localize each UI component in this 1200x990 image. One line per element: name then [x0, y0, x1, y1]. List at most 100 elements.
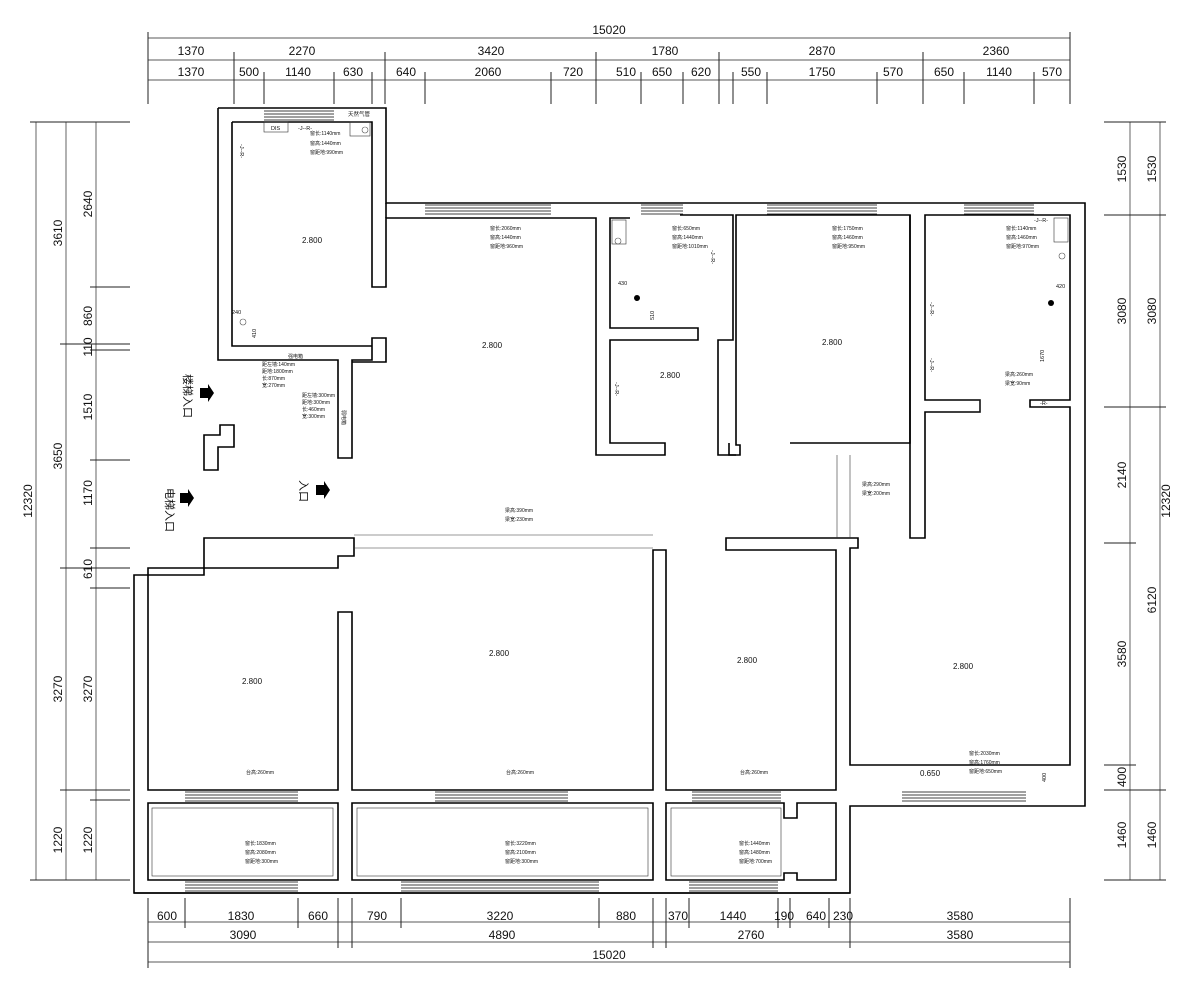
r-label: -R- — [1040, 401, 1048, 407]
bottom-dimensions: 600 1830 660 790 3220 880 370 1440 190 6… — [157, 909, 974, 962]
svg-text:距左墙:300mm: 距左墙:300mm — [302, 392, 335, 399]
ceiling-height-label: 2.800 — [822, 338, 843, 347]
svg-text:窗距地:950mm: 窗距地:950mm — [832, 243, 865, 250]
window-label-living: 窗长:2060mm 窗高:1440mm 窗距地:960mm — [490, 225, 523, 250]
pipe-icon — [239, 318, 247, 326]
pipe-icon — [614, 237, 622, 245]
dim-top: 500 — [239, 65, 259, 79]
svg-text:窗距地:1010mm: 窗距地:1010mm — [672, 243, 708, 250]
dim-right-total: 12320 — [1159, 484, 1173, 518]
dim-right: 1460 — [1145, 821, 1159, 848]
dim-top: 510 — [616, 65, 636, 79]
dim-top: 550 — [741, 65, 761, 79]
svg-text:窗长:1140mm: 窗长:1140mm — [1006, 225, 1036, 232]
dim-top: 2870 — [809, 44, 836, 58]
dim-left: 3610 — [51, 219, 65, 246]
ceiling-height-label: 2.800 — [482, 341, 503, 350]
svg-text:窗距地:300mm: 窗距地:300mm — [245, 858, 278, 865]
window-bed-right — [964, 204, 1034, 215]
dim-left: 1220 — [81, 826, 95, 853]
dim-bottom: 3580 — [947, 928, 974, 942]
note-box1: 距左墙:140mm 距地:1800mm 长:870mm 宽:270mm — [262, 361, 295, 389]
dim-top: 2270 — [289, 44, 316, 58]
dim-bottom: 4890 — [489, 928, 516, 942]
stair-entry-label: 楼梯入口 — [181, 374, 195, 418]
svg-text:窗高:2080mm: 窗高:2080mm — [245, 849, 276, 856]
jr-label: -J--R- — [928, 358, 934, 372]
svg-text:窗高:1440mm: 窗高:1440mm — [490, 234, 521, 241]
ceiling-height-label: 2.800 — [953, 662, 974, 671]
dim-top: 1140 — [285, 65, 311, 79]
ceiling-height-label: 2.800 — [737, 656, 758, 665]
room-heights: 2.800 2.800 2.800 2.800 2.800 2.800 2.80… — [242, 236, 974, 778]
dim-top: 1370 — [178, 44, 205, 58]
beam-label-bedroom: 梁高:260mm 梁宽:90mm — [1005, 371, 1033, 387]
svg-text:窗距地:650mm: 窗距地:650mm — [969, 768, 1002, 775]
note-title: 弱电箱 — [340, 410, 347, 425]
walls — [133, 107, 1086, 894]
dim-right: 1530 — [1145, 155, 1159, 182]
svg-text:窗高:1460mm: 窗高:1460mm — [1006, 234, 1037, 241]
window-label-balcony3: 窗长:1440mm 窗高:1480mm 窗距地:700mm — [739, 840, 772, 865]
dim-top: 720 — [563, 65, 583, 79]
sill-label: 台高:260mm — [506, 769, 534, 776]
fixture-dim: 420 — [1056, 284, 1065, 290]
dim-bottom: 600 — [157, 909, 177, 923]
sill-label: 台高:260mm — [246, 769, 274, 776]
dim-right: 3080 — [1145, 297, 1159, 324]
dim-top: 1370 — [178, 65, 205, 79]
svg-text:窗高:1440mm: 窗高:1440mm — [672, 234, 703, 241]
dim-top: 2360 — [983, 44, 1010, 58]
beam-label-corridor: 梁高:390mm 梁宽:230mm — [505, 507, 533, 523]
dim-left-total: 12320 — [21, 484, 35, 518]
dim-left: 1170 — [81, 480, 95, 506]
fixture-dim: 410 — [252, 329, 258, 338]
svg-text:窗高:1480mm: 窗高:1480mm — [739, 849, 770, 856]
dim-bottom: 3580 — [947, 909, 974, 923]
dim-right: 3580 — [1115, 640, 1129, 667]
dim-left: 610 — [81, 559, 95, 579]
svg-text:距地:300mm: 距地:300mm — [302, 399, 330, 406]
svg-text:宽:300mm: 宽:300mm — [302, 413, 325, 420]
dim-top: 570 — [883, 65, 903, 79]
svg-text:梁高:260mm: 梁高:260mm — [1005, 371, 1033, 378]
dim-top: 2060 — [475, 65, 502, 79]
dis-label: DIS — [271, 126, 281, 132]
fixture-dim: 510 — [650, 311, 656, 320]
step-height-label: 0.650 — [920, 769, 941, 778]
window-bed-left — [185, 791, 298, 892]
svg-text:窗长:1440mm: 窗长:1440mm — [739, 840, 770, 847]
window-label-bath: 窗长:650mm 窗高:1440mm 窗距地:1010mm — [672, 225, 708, 250]
dim-bottom: 190 — [774, 909, 794, 923]
dim-bottom: 3090 — [230, 928, 257, 942]
window-bed-center — [401, 791, 599, 892]
dim-right: 1530 — [1115, 155, 1129, 182]
svg-text:窗长:2060mm: 窗长:2060mm — [490, 225, 521, 232]
svg-text:长:870mm: 长:870mm — [262, 375, 285, 382]
entry-label: 入口 — [297, 480, 309, 502]
fixture-symbols — [239, 126, 1066, 326]
sill-label: 台高:260mm — [740, 769, 768, 776]
fixture-dim: 1670 — [1040, 350, 1046, 362]
dim-top: 620 — [691, 65, 711, 79]
svg-text:窗距地:970mm: 窗距地:970mm — [1006, 243, 1039, 250]
dim-left: 110 — [81, 337, 95, 356]
dim-bottom: 1830 — [228, 909, 255, 923]
dim-total-top: 15020 — [592, 23, 626, 37]
jr-label: -J--R- — [238, 144, 244, 158]
svg-text:距左墙:140mm: 距左墙:140mm — [262, 361, 295, 368]
elevator-entry-label: 电梯入口 — [163, 488, 176, 532]
note-title: 强电箱 — [288, 353, 303, 360]
svg-text:梁高:290mm: 梁高:290mm — [862, 481, 890, 488]
jr-label: -J--R- — [1034, 218, 1048, 224]
svg-text:梁宽:200mm: 梁宽:200mm — [862, 490, 890, 497]
dim-right: 400 — [1115, 767, 1129, 787]
svg-text:窗距地:990mm: 窗距地:990mm — [310, 149, 343, 156]
pipe-icon — [1058, 252, 1066, 260]
note-box2: 距左墙:300mm 距地:300mm 长:460mm 宽:300mm — [302, 392, 335, 420]
window-master — [902, 791, 1026, 802]
dim-left: 3650 — [51, 442, 65, 469]
dim-bottom: 370 — [668, 909, 688, 923]
svg-text:窗长:1750mm: 窗长:1750mm — [832, 225, 863, 232]
